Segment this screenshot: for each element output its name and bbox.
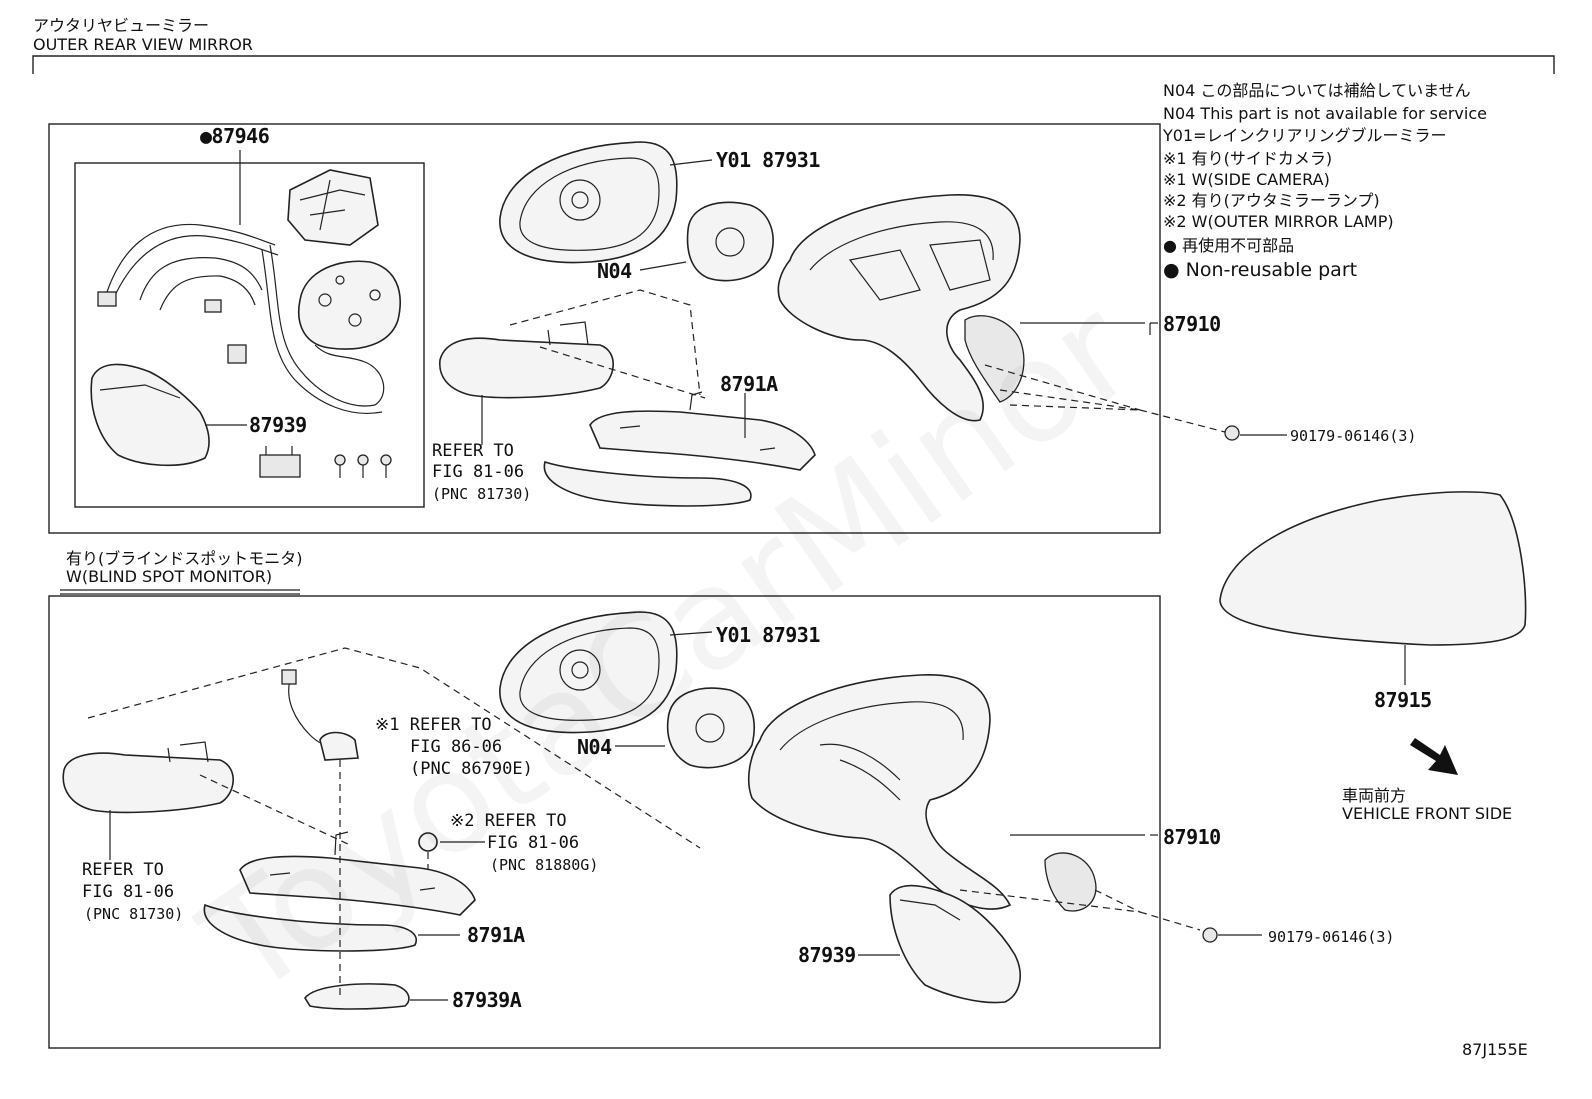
mirror-cover-87915 xyxy=(1219,491,1527,646)
screw-icon-lower xyxy=(1202,927,1218,943)
lamp-lens-lower xyxy=(203,903,417,952)
callout-87946: ●87946 xyxy=(200,124,270,148)
legend-jp: ● 再使用不可部品 xyxy=(1163,236,1295,255)
note-n04-jp: N04 この部品については補給していません xyxy=(1163,81,1471,100)
refer-lamp-1: ※2 REFER TO xyxy=(450,811,567,831)
lamp-87939A xyxy=(304,983,410,1010)
title-en: OUTER REAR VIEW MIRROR xyxy=(33,35,253,54)
actuator-motor xyxy=(287,169,379,246)
note-side-camera-en: ※1 W(SIDE CAMERA) xyxy=(1163,170,1330,189)
mirror-glass-lower xyxy=(499,611,678,734)
refer-upper-3: (PNC 81730) xyxy=(432,485,532,503)
vehicle-front-en: VEHICLE FRONT SIDE xyxy=(1342,804,1513,823)
legend-en: ● Non-reusable part xyxy=(1163,259,1358,281)
note-n04-en: N04 This part is not available for servi… xyxy=(1163,104,1487,123)
note-y01: Y01=レインクリアリングブルーミラー xyxy=(1163,126,1447,145)
screws xyxy=(334,454,392,478)
turn-lamp-lower xyxy=(62,741,234,814)
actuator-n04-lower xyxy=(666,687,755,769)
refer-upper-2: FIG 81-06 xyxy=(432,462,525,482)
refer-camera-2: FIG 86-06 xyxy=(410,737,503,757)
mirror-back-plate xyxy=(298,260,401,350)
cover-87939-upper xyxy=(90,363,210,467)
bullet-icon: ● xyxy=(1163,236,1177,255)
bsm-title-jp: 有り(ブラインドスポットモニタ) xyxy=(66,549,303,568)
cover-87939-lower xyxy=(889,884,1021,1004)
callout-n04-lower: N04 xyxy=(577,735,612,759)
callout-n04-upper: N04 xyxy=(597,259,632,283)
callout-87915: 87915 xyxy=(1374,688,1432,712)
mirror-housing-upper xyxy=(777,194,1025,422)
refer-lower-3: (PNC 81730) xyxy=(84,905,184,923)
title-jp: アウタリヤビューミラー xyxy=(33,16,210,35)
mirror-lamp-bulb xyxy=(418,832,438,852)
turn-lamp-upper xyxy=(439,321,614,399)
bsm-title-en: W(BLIND SPOT MONITOR) xyxy=(66,567,273,586)
callout-87939-upper: 87939 xyxy=(249,413,307,437)
figure-code: 87J155E xyxy=(1462,1040,1528,1059)
callout-y01-87931-lower: Y01 87931 xyxy=(716,623,820,647)
screw-icon-upper xyxy=(1224,425,1240,441)
callout-y01-87931-upper: Y01 87931 xyxy=(716,148,820,172)
clip-part xyxy=(259,446,301,478)
mirror-glass-upper xyxy=(499,141,678,264)
watermark: ToyotaCarMinor xyxy=(175,269,1162,1028)
vehicle-front-arrow-icon xyxy=(1410,738,1458,775)
side-camera xyxy=(281,669,359,761)
lamp-bracket-8791A-lower xyxy=(239,831,476,916)
vehicle-front-jp: 車両前方 xyxy=(1342,786,1407,805)
callout-87910-lower: 87910 xyxy=(1163,825,1221,849)
callout-87939A: 87939A xyxy=(452,988,522,1012)
refer-upper-1: REFER TO xyxy=(432,441,514,461)
callout-8791A-upper: 8791A xyxy=(720,372,778,396)
callout-screw-lower: 90179-06146(3) xyxy=(1268,928,1395,946)
upper-frame xyxy=(48,123,1161,534)
lower-frame xyxy=(48,595,1161,1049)
refer-camera-1: ※1 REFER TO xyxy=(375,715,492,735)
callout-87939-lower: 87939 xyxy=(798,943,856,967)
wire-harness xyxy=(97,223,385,414)
refer-lower-2: FIG 81-06 xyxy=(82,882,175,902)
kit-frame xyxy=(74,162,425,508)
note-side-camera-jp: ※1 有り(サイドカメラ) xyxy=(1163,149,1333,168)
callout-87910-upper: 87910 xyxy=(1163,312,1221,336)
refer-lower-1: REFER TO xyxy=(82,860,164,880)
note-mirror-lamp-en: ※2 W(OUTER MIRROR LAMP) xyxy=(1163,212,1394,231)
actuator-n04-upper xyxy=(686,201,774,282)
lamp-bracket-8791A-upper xyxy=(589,391,816,471)
callout-8791A-lower: 8791A xyxy=(467,923,525,947)
note-mirror-lamp-jp: ※2 有り(アウタミラーランプ) xyxy=(1163,191,1380,210)
header-bracket xyxy=(32,55,1555,74)
lamp-lens-upper xyxy=(543,460,752,507)
mirror-housing-lower xyxy=(748,674,1097,912)
bullet-icon: ● xyxy=(1163,259,1180,281)
refer-lamp-2: FIG 81-06 xyxy=(487,833,580,853)
refer-camera-3: (PNC 86790E) xyxy=(410,759,533,779)
callout-screw-upper: 90179-06146(3) xyxy=(1290,427,1417,445)
refer-lamp-3: (PNC 81880G) xyxy=(490,856,599,874)
